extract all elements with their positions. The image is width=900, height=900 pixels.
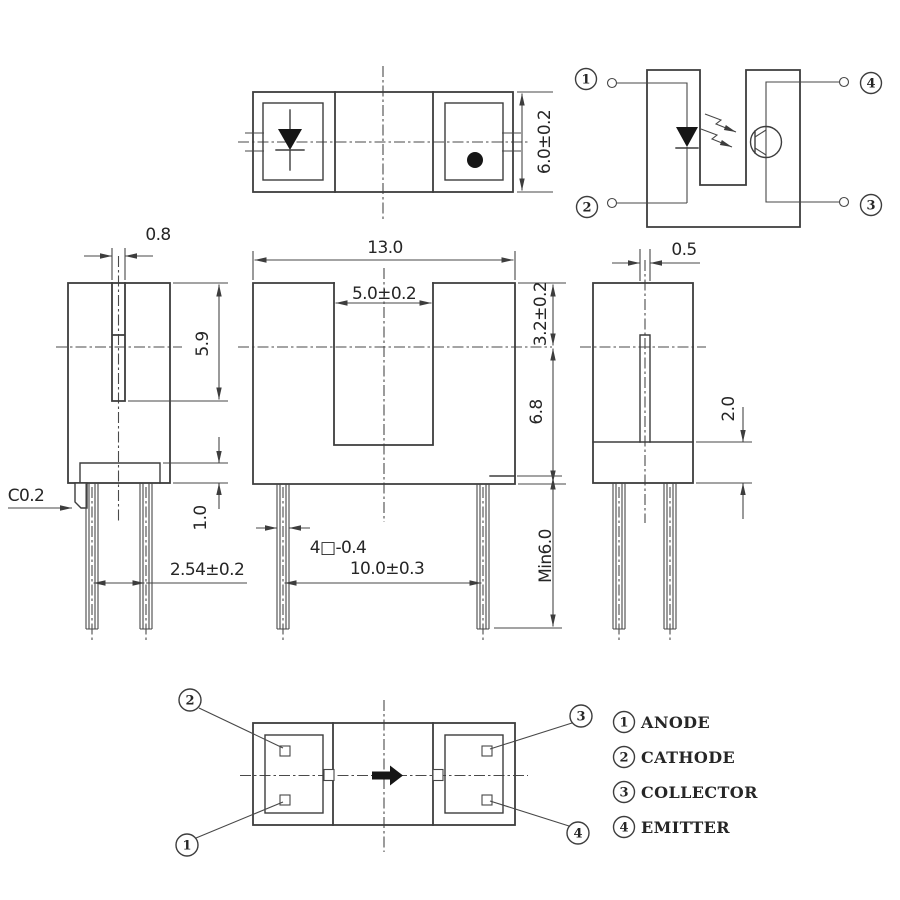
dim-chamfer: C0.2 [8, 486, 45, 506]
svg-text:2: 2 [619, 751, 628, 766]
light-emission-arrows-icon [700, 113, 737, 148]
svg-text:4: 4 [619, 821, 628, 836]
svg-text:1: 1 [182, 839, 191, 854]
dim-slit-width: 0.5 [671, 240, 696, 260]
terminal-4 [838, 76, 850, 88]
svg-text:2: 2 [185, 694, 194, 709]
front-view: 13.0 5.0±0.2 3.2±0.2 6.8 4□-0.4 10.0±0.3… [238, 238, 566, 641]
dim-top-to-center: 3.2±0.2 [531, 282, 551, 346]
dim-top-view-height: 6.0±0.2 [535, 110, 555, 174]
bottom-view: 2 1 3 4 [175, 688, 593, 857]
terminal-2 [606, 197, 618, 209]
legend-row-cathode: 2 CATHODE [612, 745, 735, 769]
led-diode-icon [675, 127, 699, 149]
legend-row-emitter: 4 EMITTER [612, 815, 730, 839]
dim-body-width: 13.0 [367, 238, 402, 258]
schematic-pin-2: 2 [575, 195, 599, 219]
side-view-right: 0.5 2.0 [580, 240, 752, 641]
dim-center-to-bottom: 6.8 [527, 399, 547, 424]
dim-pin-pitch: 2.54±0.2 [170, 560, 244, 580]
legend-row-collector: 3 COLLECTOR [612, 780, 758, 804]
schematic-pin-4: 4 [859, 71, 883, 95]
terminal-1 [606, 77, 618, 89]
dim-slot-depth: 5.9 [193, 331, 213, 356]
bottom-pin-4: 4 [566, 821, 590, 845]
pin-pad-4 [481, 794, 493, 806]
dim-slot-width: 0.8 [145, 225, 170, 245]
legend-label-collector: COLLECTOR [641, 783, 758, 802]
bottom-pin-2: 2 [178, 688, 202, 712]
dim-collar-height: 1.0 [191, 505, 211, 530]
svg-text:3: 3 [619, 786, 628, 801]
svg-text:4: 4 [573, 827, 582, 842]
circuit-schematic: 1 2 4 3 [574, 67, 883, 228]
top-view: 6.0±0.2 [238, 66, 555, 220]
diode-mark-icon [275, 109, 305, 171]
svg-text:3: 3 [866, 199, 875, 214]
phototransistor-icon [749, 125, 783, 159]
dim-pin-cross-section: 4□-0.4 [310, 538, 366, 558]
dim-outer-pin-span: 10.0±0.3 [350, 559, 424, 579]
chamfer-foot [74, 482, 88, 509]
emitter-dot-icon [467, 152, 483, 168]
legend-row-anode: 1 ANODE [612, 710, 710, 734]
pin-pad-3 [481, 745, 493, 757]
bottom-pin-3: 3 [569, 704, 593, 728]
dim-pin-length-min: Min6.0 [536, 529, 556, 583]
svg-text:4: 4 [866, 77, 875, 92]
schematic-pin-1: 1 [574, 67, 598, 91]
svg-text:1: 1 [581, 73, 590, 88]
dim-base-height: 2.0 [719, 396, 739, 421]
svg-text:2: 2 [582, 201, 591, 216]
legend-label-anode: ANODE [640, 713, 710, 732]
svg-text:3: 3 [576, 710, 585, 725]
dim-gap-width: 5.0±0.2 [352, 284, 416, 304]
pin-pad-2 [279, 745, 291, 757]
side-view-left: 0.8 5.9 1.0 C0.2 2.54±0.2 [8, 225, 247, 641]
svg-text:1: 1 [619, 716, 628, 731]
terminal-3 [838, 196, 850, 208]
pin-pad-1 [279, 794, 291, 806]
schematic-pin-3: 3 [859, 193, 883, 217]
pin-legend: 1 ANODE 2 CATHODE 3 COLLECTOR 4 EMITTER [612, 710, 758, 839]
legend-label-emitter: EMITTER [641, 818, 730, 837]
legend-label-cathode: CATHODE [641, 748, 735, 767]
bottom-pin-1: 1 [175, 833, 199, 857]
direction-arrow-icon [372, 765, 403, 786]
